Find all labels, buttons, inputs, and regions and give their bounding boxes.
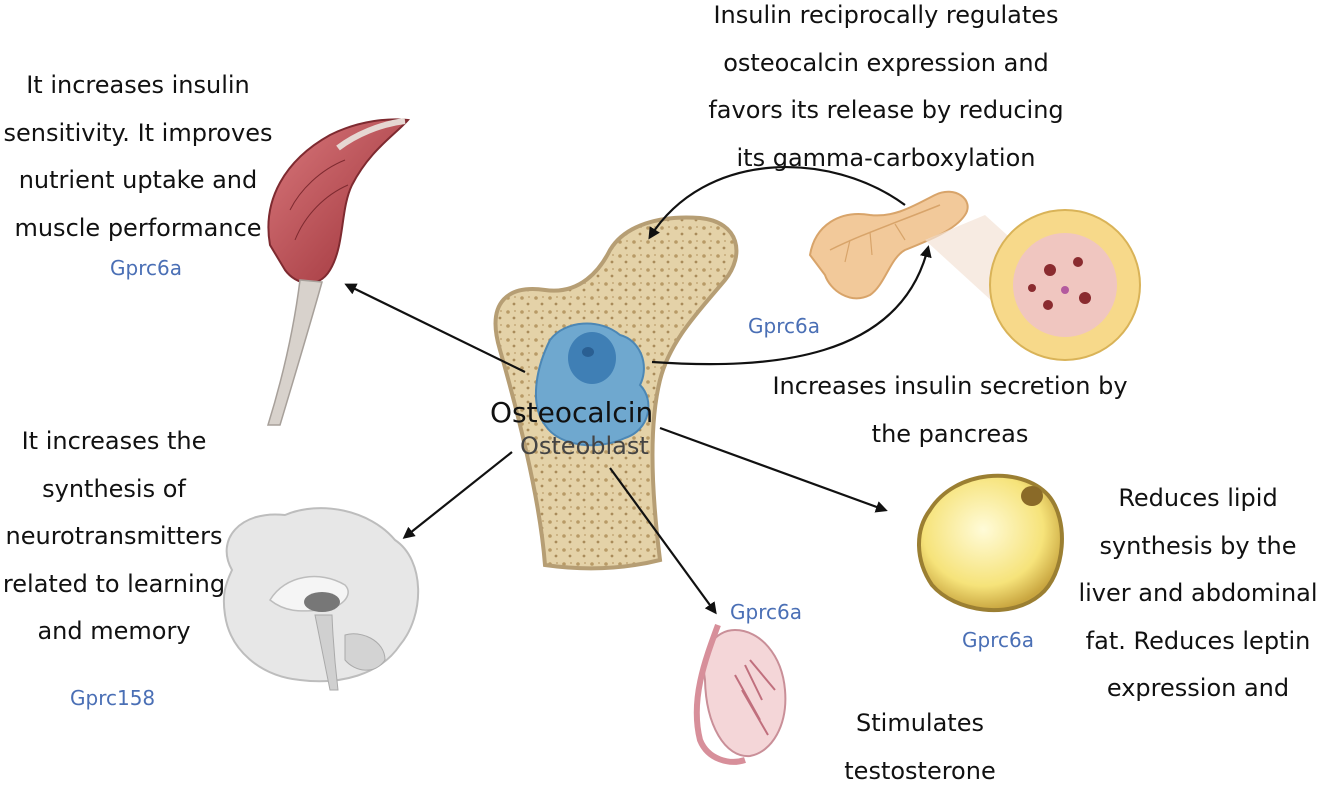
pancreas-feedback-text: Insulin reciprocally regulates osteocalc… [686, 0, 1086, 182]
pancreas-effect-line: the pancreas [750, 411, 1150, 459]
brain-effect-line: synthesis of [0, 466, 228, 514]
brain-receptor-label: Gprc158 [70, 686, 155, 710]
testis-effect-line: testosterone [820, 748, 1020, 795]
brain-effect-line: related to learning [0, 561, 228, 609]
pancreas-effect-line: Increases insulin secretion by [750, 363, 1150, 411]
fat-effect-text: Reduces lipid synthesis by the liver and… [1073, 475, 1323, 713]
fat-cell-illustration [919, 476, 1062, 610]
muscle-effect-text: It increases insulin sensitivity. It imp… [0, 62, 276, 252]
fat-effect-line: expression and [1073, 665, 1323, 713]
muscle-effect-line: muscle performance [0, 205, 276, 253]
brain-effect-text: It increases the synthesis of neurotrans… [0, 418, 228, 656]
fat-effect-line: Reduces lipid [1073, 475, 1323, 523]
pancreas-effect-text: Increases insulin secretion by the pancr… [750, 363, 1150, 458]
testis-receptor-label: Gprc6a [730, 600, 802, 624]
center-subtitle: Osteoblast [520, 432, 649, 460]
muscle-effect-line: sensitivity. It improves [0, 110, 276, 158]
fat-effect-line: synthesis by the [1073, 523, 1323, 571]
testis-effect-text: Stimulates testosterone [820, 700, 1020, 795]
muscle-illustration [268, 119, 408, 425]
fat-receptor-label: Gprc6a [962, 628, 1034, 652]
muscle-effect-line: It increases insulin [0, 62, 276, 110]
brain-effect-line: It increases the [0, 418, 228, 466]
muscle-effect-line: nutrient uptake and [0, 157, 276, 205]
brain-effect-line: neurotransmitters [0, 513, 228, 561]
pancreas-feedback-line: osteocalcin expression and [686, 40, 1086, 88]
pancreas-feedback-line: its gamma-carboxylation [686, 135, 1086, 183]
fat-effect-line: fat. Reduces leptin [1073, 618, 1323, 666]
pancreas-feedback-line: favors its release by reducing [686, 87, 1086, 135]
pancreas-feedback-line: Insulin reciprocally regulates [686, 0, 1086, 40]
brain-illustration [224, 508, 418, 690]
muscle-receptor-label: Gprc6a [110, 256, 182, 280]
brain-effect-line: and memory [0, 608, 228, 656]
pancreas-receptor-label: Gprc6a [748, 314, 820, 338]
center-title: Osteocalcin [490, 396, 653, 429]
testis-illustration [697, 625, 786, 762]
arrow-to-brain [405, 452, 512, 537]
testis-effect-line: Stimulates [820, 700, 1020, 748]
islet-illustration [990, 210, 1140, 360]
fat-effect-line: liver and abdominal [1073, 570, 1323, 618]
